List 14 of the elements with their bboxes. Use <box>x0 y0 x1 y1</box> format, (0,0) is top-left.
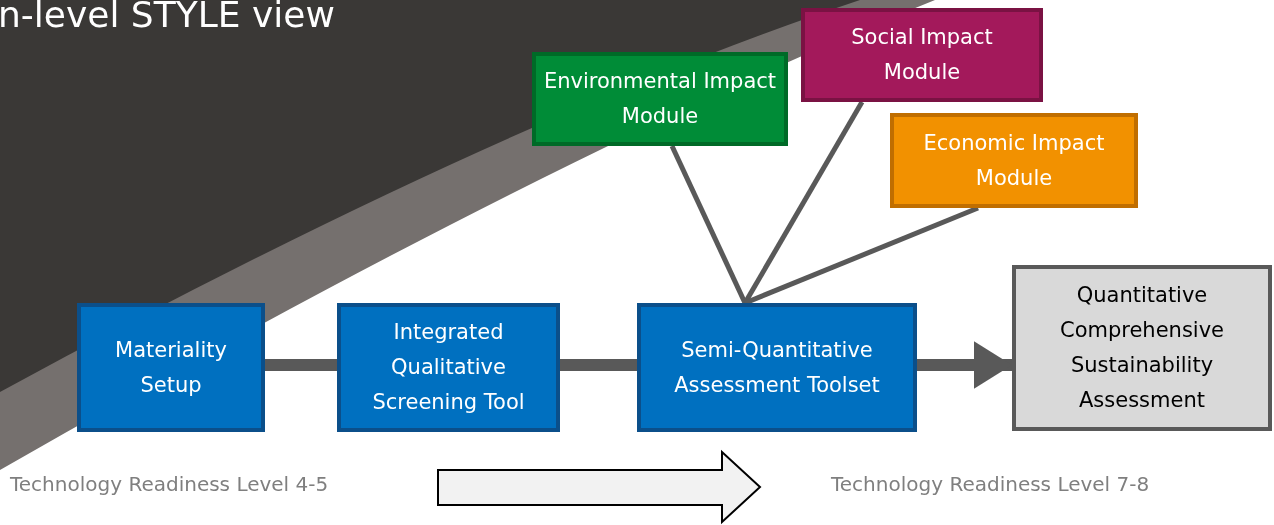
result-box: Quantitative Comprehensive Sustainability Assessment <box>1012 265 1272 431</box>
arrow <box>917 341 1012 389</box>
readiness-label: Technology Readiness Level 4-5 <box>10 472 329 496</box>
process-box: Integrated Qualitative Screening Tool <box>337 303 560 432</box>
process-box: Semi-Quantitative Assessment Toolset <box>637 303 917 432</box>
module-box: Social Impact Module <box>801 8 1043 102</box>
connector-line <box>560 359 637 371</box>
connector-line <box>669 144 748 305</box>
connector-line <box>265 359 337 371</box>
process-box: Materiality Setup <box>77 303 265 432</box>
slide-title: n-level STYLE view <box>0 0 335 35</box>
module-box: Economic Impact Module <box>890 113 1138 208</box>
readiness-label: Technology Readiness Level 7-8 <box>831 472 1150 496</box>
module-box: Environmental Impact Module <box>532 52 788 146</box>
